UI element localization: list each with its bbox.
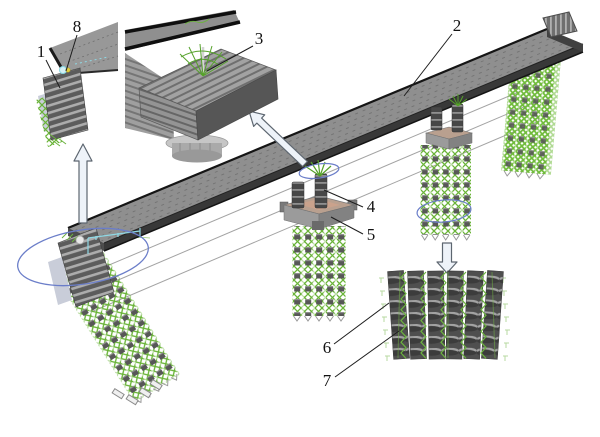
inset-pile-soil-zoom [379, 270, 510, 361]
inset-bearing-cyan-node [59, 66, 67, 74]
inset-abutment-zoom [36, 22, 119, 147]
deck-surface [68, 29, 583, 243]
inset-bearing-zoom [124, 10, 279, 163]
inset-bearing-fan [179, 43, 229, 77]
deck-far-edge [67, 27, 548, 230]
label-2-text: 2 [453, 16, 462, 35]
soil-springs [400, 271, 487, 359]
label-5: 5 [330, 216, 376, 244]
label-3: 3 [206, 29, 264, 72]
label-7-leader [334, 330, 400, 378]
pier-3-columns [430, 103, 464, 133]
label-4-text: 4 [367, 197, 376, 216]
right-abutment-back-wall [542, 11, 578, 38]
label-1: 1 [37, 42, 61, 89]
highlight-ellipse-abutment [17, 227, 149, 287]
pile-tip-marks [135, 373, 178, 404]
label-5-leader [330, 216, 364, 235]
highlight-ellipse-pier3-piles [416, 199, 472, 223]
pile-tip-marks [421, 234, 471, 241]
label-1-leader [45, 59, 61, 89]
label-8: 8 [65, 17, 82, 72]
label-4-leader [323, 189, 364, 208]
pile-tip-marks [503, 170, 545, 180]
inset-cyan-axis [74, 56, 109, 65]
callout-arrow-up-icon [73, 143, 93, 224]
deck-texture-lines [74, 31, 580, 242]
pile-tip-marks [293, 315, 345, 322]
right-abutment-pile-group [501, 56, 561, 180]
bridge-deck [67, 11, 584, 252]
bearing-sphere [75, 235, 85, 245]
label-1-text: 1 [37, 42, 46, 61]
pier-2 [279, 159, 358, 322]
label-6: 6 [323, 302, 390, 357]
left-abutment-assembly [48, 227, 181, 406]
highlight-ellipse-pier2-bearing [298, 162, 340, 180]
deck-near-side [104, 44, 583, 251]
label-3-text: 3 [255, 29, 264, 48]
inset-abutment-block [42, 67, 89, 141]
label-6-leader [333, 302, 390, 345]
label-6-text: 6 [323, 338, 332, 357]
pier-2-columns [291, 173, 328, 209]
label-8-leader [65, 34, 78, 72]
label-4: 4 [323, 189, 376, 216]
pier-3-pile-group [420, 145, 471, 241]
label-2: 2 [403, 16, 462, 97]
pile-footings [111, 378, 163, 406]
label-5-text: 5 [367, 225, 376, 244]
label-3-leader [206, 45, 254, 72]
pier-2-bearing-fan [304, 159, 332, 177]
pier-3-bearing-fan [448, 94, 468, 107]
label-8-text: 8 [73, 17, 82, 36]
abutment-bearing-axes [87, 228, 141, 254]
label-2-leader [403, 33, 453, 97]
label-7: 7 [323, 330, 400, 390]
pier-2-pile-group [292, 226, 346, 322]
abutment-wing-block [48, 257, 72, 305]
inset-cap-side [195, 69, 279, 141]
callout-arrow-diagonal-icon [248, 110, 308, 168]
inset-deck-surface [50, 22, 118, 74]
label-7-text: 7 [323, 371, 332, 390]
callout-arrow-down-icon [436, 242, 458, 274]
